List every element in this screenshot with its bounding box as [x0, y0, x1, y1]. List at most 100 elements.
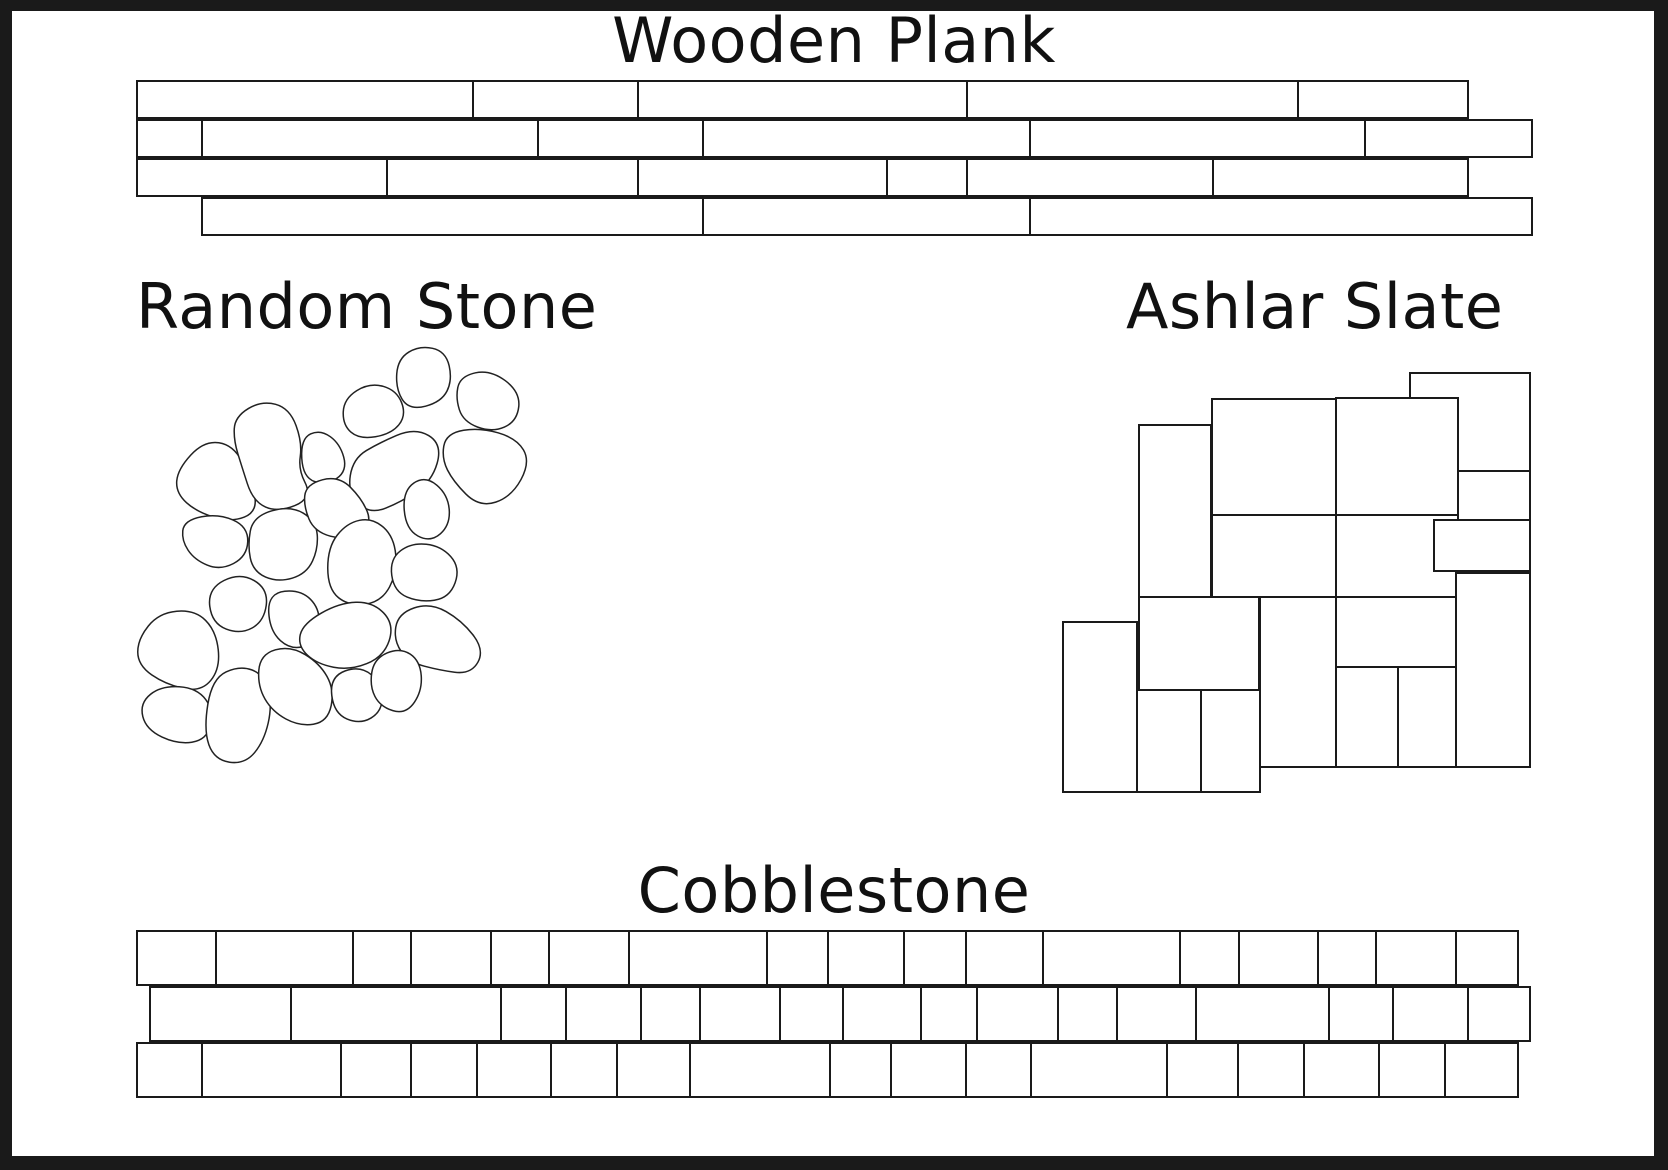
cobble-stone	[640, 986, 701, 1042]
cobble-stone	[1444, 1042, 1519, 1098]
wood-plank	[1212, 158, 1469, 197]
wood-plank	[702, 119, 1031, 158]
cobble-stone	[1455, 930, 1519, 986]
slate-tile	[1062, 621, 1138, 793]
cobble-stone	[149, 986, 292, 1042]
cobble-stone	[565, 986, 642, 1042]
slate-tile	[1138, 596, 1260, 691]
cobble-stone	[490, 930, 550, 986]
cobble-stone	[1179, 930, 1240, 986]
random-stone-fill	[392, 544, 457, 601]
slate-tile	[1455, 572, 1531, 768]
cobble-stone	[410, 1042, 478, 1098]
cobble-stone	[628, 930, 768, 986]
wood-plank	[1029, 197, 1533, 236]
random-stone-fill	[443, 430, 526, 503]
random-stone-fill	[138, 611, 218, 689]
slate-tile	[1211, 514, 1337, 598]
random-stone-fill	[328, 520, 396, 604]
cobble-stone	[1195, 986, 1330, 1042]
cobble-stone	[550, 1042, 618, 1098]
cobble-stone	[779, 986, 844, 1042]
cobble-stone	[410, 930, 492, 986]
cobble-stone	[1030, 1042, 1168, 1098]
cobble-stone	[903, 930, 967, 986]
random-stone-pattern	[137, 346, 528, 764]
wood-plank	[537, 119, 704, 158]
ashlar-slate-pattern	[1062, 372, 1531, 793]
cobble-stone	[290, 986, 502, 1042]
random-stone-fill	[210, 577, 266, 631]
wood-plank	[966, 158, 1214, 197]
wood-plank	[136, 158, 388, 197]
cobble-stone	[965, 930, 1044, 986]
wood-plank	[201, 119, 539, 158]
cobble-stone	[1116, 986, 1197, 1042]
cobble-stone	[616, 1042, 691, 1098]
slate-tile	[1138, 424, 1212, 598]
cobble-stone	[699, 986, 781, 1042]
cobble-stone	[1057, 986, 1118, 1042]
random-stone-fill	[371, 651, 421, 711]
wood-plank	[637, 158, 888, 197]
wood-plank	[1029, 119, 1366, 158]
cobble-stone	[1303, 1042, 1380, 1098]
slate-tile	[1259, 596, 1337, 768]
random-stone-fill	[457, 372, 519, 429]
cobble-stone	[766, 930, 829, 986]
wood-plank	[386, 158, 639, 197]
cobble-stone	[1467, 986, 1531, 1042]
wooden-plank-pattern	[136, 80, 1533, 236]
wood-plank	[201, 197, 704, 236]
cobble-stone	[842, 986, 922, 1042]
random-stone-fill	[259, 649, 332, 724]
slate-tile	[1397, 666, 1457, 768]
cobble-stone	[829, 1042, 892, 1098]
cobble-stone	[136, 1042, 203, 1098]
random-stone-fill	[343, 385, 403, 437]
slate-tile	[1136, 689, 1202, 793]
wood-plank	[472, 80, 639, 119]
random-stone-fill	[183, 516, 248, 567]
cobble-stone	[136, 930, 217, 986]
cobble-stone	[1375, 930, 1457, 986]
cobble-stone	[920, 986, 978, 1042]
cobble-stone	[548, 930, 630, 986]
ashlar-slate-title: Ashlar Slate	[1126, 270, 1504, 343]
wood-plank	[136, 119, 203, 158]
slate-tile	[1211, 398, 1337, 516]
slate-tile	[1200, 689, 1261, 793]
cobble-stone	[340, 1042, 412, 1098]
wood-plank	[886, 158, 968, 197]
wood-plank	[1297, 80, 1469, 119]
cobble-stone	[201, 1042, 342, 1098]
cobble-stone	[1166, 1042, 1239, 1098]
cobble-stone	[476, 1042, 552, 1098]
cobble-stone	[352, 930, 412, 986]
wood-plank	[136, 80, 474, 119]
cobble-stone	[890, 1042, 967, 1098]
wood-plank	[702, 197, 1031, 236]
slate-tile	[1433, 519, 1531, 572]
random-stone-fill	[404, 480, 449, 539]
random-stone-fill	[206, 668, 270, 762]
cobble-stone	[1042, 930, 1181, 986]
cobblestone-title: Cobblestone	[637, 854, 1031, 927]
wooden-plank-title: Wooden Plank	[612, 4, 1056, 77]
slate-tile	[1335, 596, 1461, 668]
cobble-stone	[827, 930, 905, 986]
cobble-stone	[1317, 930, 1377, 986]
random-stone-title: Random Stone	[136, 270, 598, 343]
cobble-stone	[500, 986, 567, 1042]
cobble-stone	[976, 986, 1059, 1042]
cobble-stone	[689, 1042, 831, 1098]
cobble-stone	[1328, 986, 1394, 1042]
cobble-stone	[1378, 1042, 1446, 1098]
wood-plank	[637, 80, 968, 119]
cobblestone-pattern	[136, 930, 1531, 1098]
random-stone-fill	[397, 348, 450, 407]
cobble-stone	[1238, 930, 1319, 986]
wood-plank	[1364, 119, 1533, 158]
cobble-stone	[215, 930, 354, 986]
